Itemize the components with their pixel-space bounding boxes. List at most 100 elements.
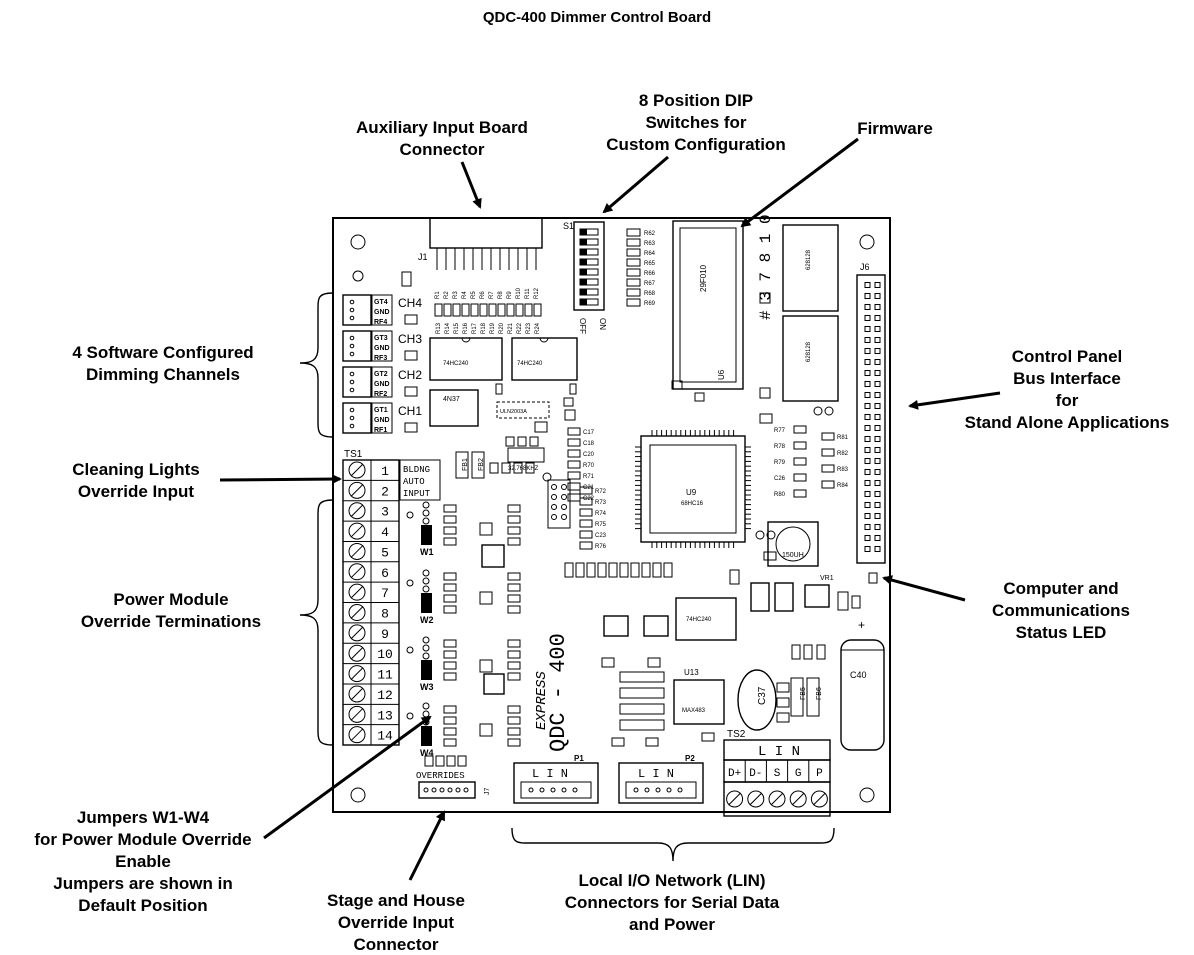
resistor-r75 [579, 519, 593, 528]
u9-part: 68HC16 [681, 501, 704, 507]
resistor-r72 [579, 486, 593, 495]
regulator-vr1: VR1 [804, 575, 834, 608]
override-part [507, 639, 521, 648]
ts1-number-4: 4 [381, 525, 389, 540]
jumper-shunt [421, 525, 432, 545]
resistor-r81 [821, 432, 835, 441]
ts1-number-1: 1 [381, 464, 389, 479]
resistor-label-r1: R1 [435, 291, 441, 299]
jumper-pin [422, 644, 430, 652]
channel-pin [349, 407, 355, 413]
override-part [507, 572, 521, 581]
j6-pin [864, 535, 871, 541]
resistor-label-r73: R73 [595, 500, 607, 506]
resistor-label-r5: R5 [471, 291, 477, 299]
jumper-pad [406, 646, 414, 654]
ts1-number-8: 8 [381, 607, 389, 622]
jumper-pin [422, 710, 430, 718]
ts1-screw-slot [350, 606, 364, 619]
brace-lin [511, 827, 835, 862]
channel-pin [349, 379, 355, 385]
resistor-r62 [626, 228, 641, 237]
ts1-screw [348, 644, 366, 662]
fb6-bead: FB6 [806, 677, 823, 717]
channel-label-ch3: CH3 [398, 332, 422, 346]
resistor-label-r20: R20 [499, 322, 505, 334]
ts1-screw [348, 726, 366, 744]
j6-pin [874, 546, 881, 552]
u7-part: 628128 [806, 249, 812, 270]
diode-d2 [404, 314, 418, 325]
callout-aux-input-line2: Connector [400, 140, 485, 159]
resistor-label-r70: R70 [583, 463, 595, 469]
jumper-pin [422, 585, 430, 593]
brace-channels [299, 292, 334, 438]
diode-d4 [404, 386, 418, 397]
j6-pin [864, 458, 871, 464]
resistor-label-r78: R78 [774, 444, 786, 450]
fb2-label: FB2 [478, 458, 485, 471]
bldg-line1: BLDNG [403, 465, 430, 475]
mount-hole-bottom-right [859, 787, 875, 803]
ts1-screw [348, 624, 366, 642]
iso1-part: 4N37 [443, 396, 460, 403]
callout-control-panel-line2: Bus Interface [1013, 369, 1121, 388]
iso1-chip: 4N37 [429, 389, 479, 427]
u1-chip: 74HC240 [429, 337, 503, 381]
resistor-label-r71: R71 [583, 474, 595, 480]
override-part [507, 661, 521, 670]
callout-power-module: Power Module Override Terminations [81, 590, 261, 631]
channel-pin [349, 299, 355, 305]
firmware-serial: # 3 7 8 1 0 [757, 214, 775, 320]
jumper-shunt [421, 593, 432, 613]
j6-pin [864, 480, 871, 486]
resistor-r17 [470, 303, 479, 317]
resistor-label-r4: R4 [462, 291, 468, 299]
resistor-label-r62: R62 [644, 231, 656, 237]
ts2-screw-slot [728, 792, 741, 806]
resistor-label-r24: R24 [535, 322, 541, 334]
resistor-under-mcu [641, 562, 651, 578]
override-part [507, 650, 521, 659]
resistor-label-r19: R19 [490, 322, 496, 334]
j6-pin [864, 381, 871, 387]
jumper-w1: W1 [406, 501, 434, 557]
callout-status-led-line2: Communications [992, 601, 1130, 620]
j6-pin [874, 469, 881, 475]
transistor [479, 723, 493, 737]
override-part [507, 705, 521, 714]
j6-pin [864, 491, 871, 497]
channel-label-ch2: CH2 [398, 368, 422, 382]
resistor-label-r6: R6 [480, 291, 486, 299]
resistor-row-under-mcu [564, 562, 673, 578]
channel-pin-gt3: GT3 [374, 335, 388, 342]
tp2-point [813, 406, 823, 416]
override-part [507, 583, 521, 592]
p2-text: L I N [638, 767, 674, 781]
u2-chip: 74HC240 [511, 337, 578, 381]
ts2-screw [726, 790, 744, 808]
channel-label-ch1: CH1 [398, 404, 422, 418]
callout-jumpers-line2: for Power Module Override [34, 830, 251, 849]
resistor-label-c17: C17 [583, 430, 595, 436]
ts1-screw-slot [350, 565, 364, 579]
firmware-u6: 29F010 U6 [672, 220, 744, 390]
j6-pin [874, 425, 881, 431]
ts2-header: L I N [758, 744, 800, 760]
j6-pin [874, 326, 881, 332]
c40-label: C40 [850, 670, 867, 680]
u3-chip: ULN2003A [496, 401, 550, 419]
dip-lever-knob [580, 289, 587, 295]
c1-cap [495, 383, 503, 395]
c37-label: C37 [757, 686, 768, 705]
ts1-screw [348, 604, 366, 622]
c30-cap [750, 582, 770, 612]
resistor-label-r63: R63 [644, 241, 656, 247]
diode-group [601, 657, 665, 747]
dip-lever-knob [580, 239, 587, 245]
overrides-label: OVERRIDES [416, 771, 465, 781]
fb1-bead: FB1 [455, 451, 469, 479]
callout-stage-house-line1: Stage and House [327, 891, 465, 910]
callout-power-module-line2: Override Terminations [81, 612, 261, 631]
